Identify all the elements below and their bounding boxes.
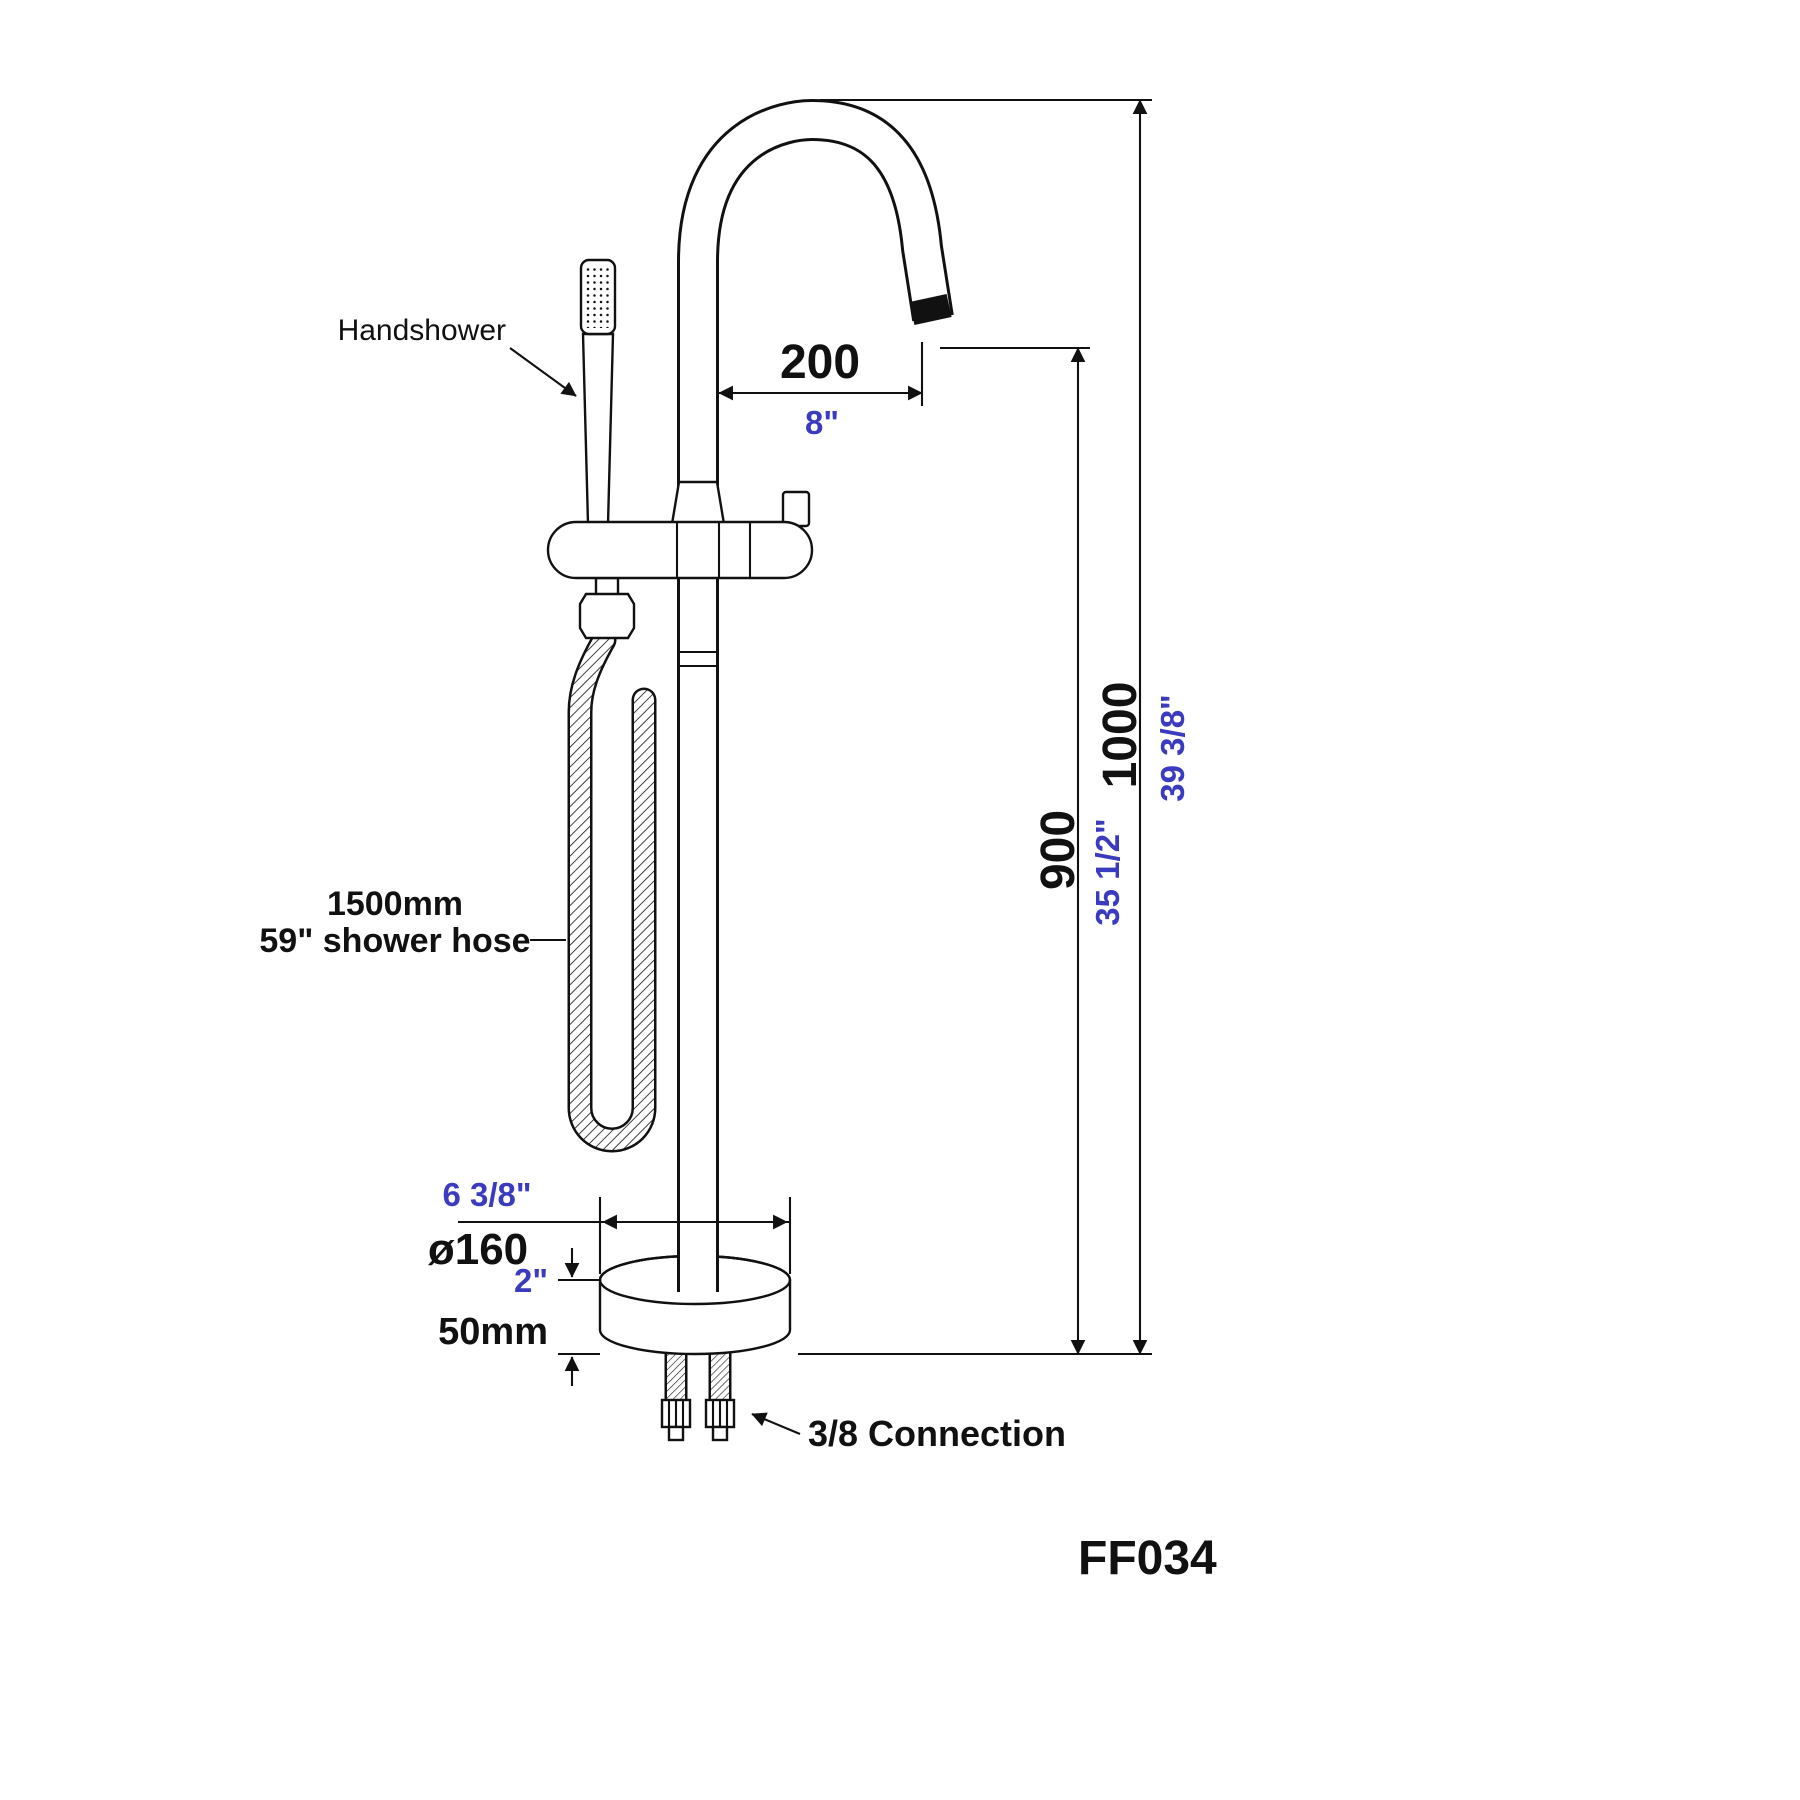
dim-50mm-label: 50mm — [438, 1311, 548, 1353]
dim-35half-label: 35 1/2" — [1089, 818, 1126, 925]
dim-2in-label: 2" — [514, 1262, 548, 1299]
faucet-drawing — [546, 98, 954, 1442]
hose-desc-label: 59" shower hose — [259, 922, 530, 960]
dim-1000-label: 1000 — [1094, 682, 1147, 789]
floor-base — [598, 1254, 792, 1356]
dim-200-label: 200 — [780, 336, 860, 389]
dim-spout-height: 900 35 1/2" — [940, 346, 1126, 1355]
handshower-label: Handshower — [338, 314, 506, 347]
main-column — [677, 520, 719, 1292]
junction-collar — [670, 480, 726, 526]
model-number: FF034 — [1078, 1532, 1217, 1585]
dim-8in-label: 8" — [805, 404, 839, 441]
shower-hose — [567, 627, 657, 1153]
handshower-handle — [581, 332, 615, 526]
dim-dia160-label: ø160 — [428, 1225, 528, 1274]
callout-hose: 1500mm 59" shower hose — [259, 885, 566, 960]
dim-39in-label: 39 3/8" — [1154, 694, 1191, 801]
hose-nut — [578, 576, 636, 640]
valve-knob — [781, 490, 811, 528]
dim-base-height: 2" 50mm — [438, 1248, 600, 1386]
spout-nozzle-tip — [909, 293, 952, 326]
dim-spout-reach: 200 8" — [718, 336, 924, 441]
cross-body — [546, 520, 814, 580]
hose-length-label: 1500mm — [327, 885, 463, 923]
handshower-wand — [579, 258, 617, 526]
dimension-annotations: 200 8" 900 35 1/2" 1000 39 3/8" 6 3/8" — [259, 98, 1217, 1585]
dim-900-label: 900 — [1032, 810, 1085, 890]
callout-handshower: Handshower — [338, 314, 577, 397]
dim-total-height: 1000 39 3/8" — [820, 98, 1191, 1355]
callout-connection: 3/8 Connection — [751, 1412, 1066, 1454]
connection-label: 3/8 Connection — [808, 1413, 1066, 1454]
dim-base-diameter: 6 3/8" ø160 — [428, 1176, 792, 1274]
gooseneck-spout — [677, 98, 954, 560]
dim-6-38in-label: 6 3/8" — [442, 1176, 531, 1213]
